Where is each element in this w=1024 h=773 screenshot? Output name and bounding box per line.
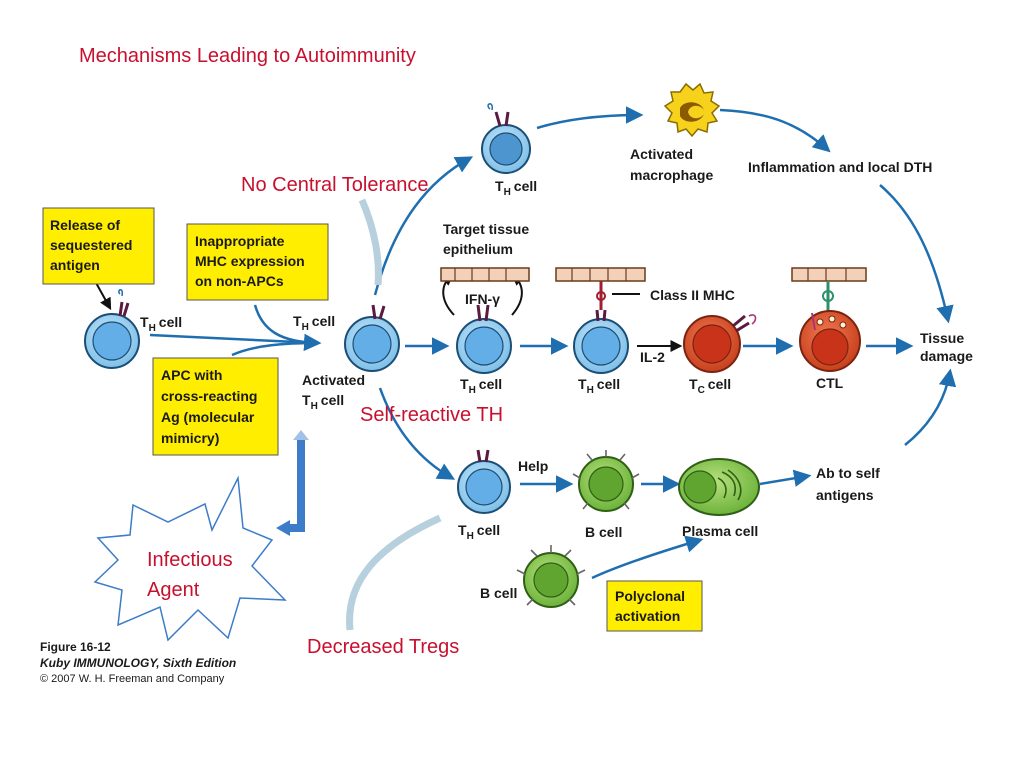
label-class-ii-mhc: Class II MHC xyxy=(650,287,735,303)
svg-text:antigens: antigens xyxy=(816,487,874,503)
ctl-cell xyxy=(799,310,861,372)
slide-title: Mechanisms Leading to Autoimmunity xyxy=(79,45,416,67)
svg-text:Release of: Release of xyxy=(50,217,120,233)
b-cell-polyclonal xyxy=(516,545,586,608)
svg-text:on non-APCs: on non-APCs xyxy=(195,273,284,289)
th-cell-bottom xyxy=(457,449,511,514)
box-inappropriate-mhc: Inappropriate MHC expression on non-APCs xyxy=(186,223,329,301)
svg-text:Target tissue: Target tissue xyxy=(443,221,529,237)
label-target-tissue: Target tissue epithelium xyxy=(443,221,529,257)
label-ab-to-self: Ab to self antigens xyxy=(816,465,880,503)
label-b-cell-polyclonal: B cell xyxy=(480,585,517,601)
infectious-agent-arrow xyxy=(276,430,309,536)
svg-text:activation: activation xyxy=(615,608,680,624)
svg-text:© 2007 W. H. Freeman and Compa: © 2007 W. H. Freeman and Company xyxy=(40,673,225,685)
label-plasma-cell: Plasma cell xyxy=(682,523,758,539)
box-polyclonal: Polyclonal activation xyxy=(606,580,703,632)
overlay-self-reactive-th: Self-reactive TH xyxy=(360,404,503,426)
label-b-cell-help: B cell xyxy=(585,524,622,540)
svg-text:APC with: APC with xyxy=(161,367,222,383)
svg-text:Activated: Activated xyxy=(630,146,693,162)
box-release-antigen: Release of sequestered antigen xyxy=(42,207,155,285)
figure-caption: Figure 16-12 Kuby IMMUNOLOGY, Sixth Edit… xyxy=(40,640,236,685)
overlay-no-central-tolerance: No Central Tolerance xyxy=(241,174,429,196)
svg-text:Infectious: Infectious xyxy=(147,549,233,571)
label-inflammation: Inflammation and local DTH xyxy=(748,159,932,175)
svg-text:Activated: Activated xyxy=(302,372,365,388)
label-il-2: IL-2 xyxy=(640,349,665,365)
svg-text:cross-reacting: cross-reacting xyxy=(161,388,257,404)
svg-text:mimicry): mimicry) xyxy=(161,430,219,446)
svg-text:MHC expression: MHC expression xyxy=(195,253,305,269)
svg-text:sequestered: sequestered xyxy=(50,237,132,253)
label-activated-macrophage: Activated macrophage xyxy=(630,146,713,183)
overlay-decreased-tregs: Decreased Tregs xyxy=(307,636,459,658)
svg-text:Tissue: Tissue xyxy=(920,330,964,346)
svg-text:Ab to self: Ab to self xyxy=(816,465,880,481)
svg-text:Ag (molecular: Ag (molecular xyxy=(161,409,255,425)
label-tissue-damage: Tissue damage xyxy=(920,330,973,364)
b-cell-help xyxy=(572,450,640,512)
label-ctl: CTL xyxy=(816,375,844,391)
svg-text:Kuby IMMUNOLOGY, Sixth Edition: Kuby IMMUNOLOGY, Sixth Edition xyxy=(40,656,236,670)
svg-text:Figure 16-12: Figure 16-12 xyxy=(40,640,111,654)
svg-text:macrophage: macrophage xyxy=(630,167,713,183)
tc-cell xyxy=(683,314,757,373)
svg-text:epithelium: epithelium xyxy=(443,241,513,257)
label-help: Help xyxy=(518,458,548,474)
no-central-tolerance-arrow xyxy=(358,198,382,286)
infectious-agent-starburst: Infectious Agent xyxy=(93,475,287,642)
plasma-cell xyxy=(678,458,760,516)
decreased-tregs-arrow xyxy=(346,514,442,631)
svg-text:antigen: antigen xyxy=(50,257,100,273)
pathway-arrows xyxy=(149,106,957,580)
svg-text:damage: damage xyxy=(920,348,973,364)
svg-text:Inappropriate: Inappropriate xyxy=(195,233,285,249)
svg-text:Agent: Agent xyxy=(147,579,200,601)
th-cell-activated xyxy=(344,304,400,372)
th-cell-classii xyxy=(573,309,629,374)
tissue-epithelium xyxy=(440,267,867,315)
box-apc-cross-reacting: APC with cross-reacting Ag (molecular mi… xyxy=(152,357,279,456)
macrophage xyxy=(663,82,721,138)
label-ifn-gamma: IFN-γ xyxy=(465,291,500,307)
th-cell-top xyxy=(481,103,531,174)
th-cell-1 xyxy=(84,289,140,369)
th-cell-ifn xyxy=(456,304,512,374)
black-arrows xyxy=(94,273,683,352)
svg-text:Polyclonal: Polyclonal xyxy=(615,588,685,604)
